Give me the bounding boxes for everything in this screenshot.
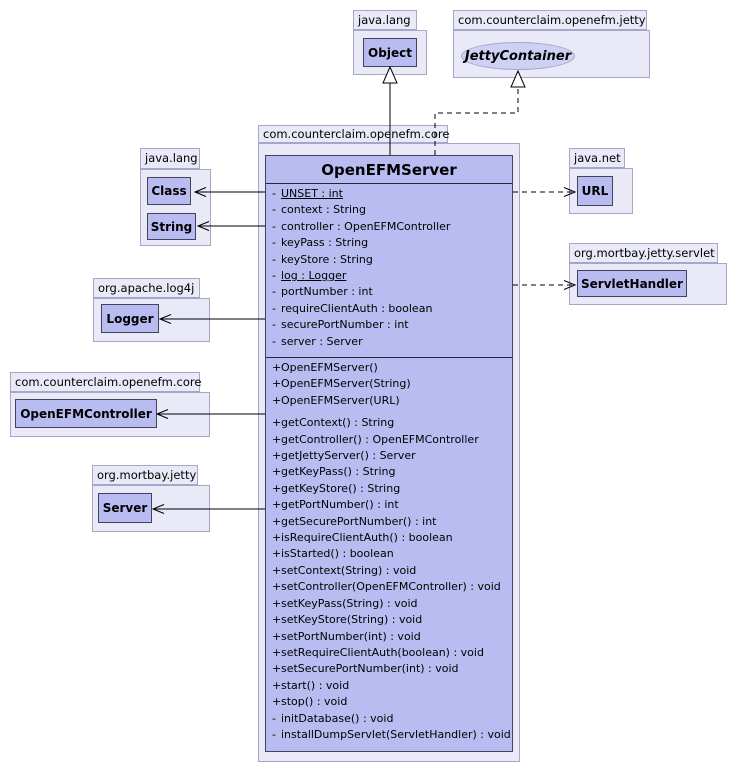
class-field-row: -keyStore : String <box>272 252 373 266</box>
package-tab-java-lang-top: java.lang <box>353 10 417 30</box>
package-tab-mortbay: org.mortbay.jetty <box>92 465 198 485</box>
class-field-row: -UNSET : int <box>272 187 343 200</box>
package-tab-log4j: org.apache.log4j <box>93 278 200 298</box>
class-method-row: +setSecurePortNumber(int) : void <box>272 662 459 676</box>
class-method-row: +getKeyPass() : String <box>272 465 396 479</box>
class-method-row: +setRequireClientAuth(boolean) : void <box>272 645 484 659</box>
class-field-row: -context : String <box>272 203 366 217</box>
class-openefmserver[interactable]: OpenEFMServer -UNSET : int -context : Str… <box>265 155 513 752</box>
fields-section: -UNSET : int -context : String -controller… <box>266 184 512 358</box>
class-box-server[interactable]: Server <box>98 493 152 523</box>
class-method-row: +getController() : OpenEFMController <box>272 432 479 446</box>
class-method-row: +setPortNumber(int) : void <box>272 629 421 643</box>
class-method-row: +setKeyStore(String) : void <box>272 613 423 627</box>
class-field-row: -server : Server <box>272 334 363 348</box>
class-constructor-row: +OpenEFMServer(String) <box>272 377 411 391</box>
class-method-row: +isRequireClientAuth() : boolean <box>272 531 453 545</box>
class-method-row: +start() : void <box>272 678 350 692</box>
constructors-group: +OpenEFMServer() +OpenEFMServer(String) +O… <box>272 360 512 409</box>
class-method-row: +getSecurePortNumber() : int <box>272 514 437 528</box>
class-box-servlethandler[interactable]: ServletHandler <box>577 270 687 297</box>
class-method-row: -initDatabase() : void <box>272 711 394 725</box>
class-name: OpenEFMServer <box>266 156 512 184</box>
class-field-row: -securePortNumber : int <box>272 318 409 332</box>
class-field-row: -requireClientAuth : boolean <box>272 301 433 315</box>
package-tab-core-left: com.counterclaim.openefm.core <box>10 372 201 392</box>
class-box-string[interactable]: String <box>147 213 196 240</box>
class-method-row: +stop() : void <box>272 695 348 709</box>
methods-section: +OpenEFMServer() +OpenEFMServer(String) +O… <box>266 358 512 752</box>
class-method-row: +setContext(String) : void <box>272 563 417 577</box>
class-box-openefmcontroller[interactable]: OpenEFMController <box>15 399 157 428</box>
class-method-row: +setKeyPass(String) : void <box>272 596 418 610</box>
package-tab-jetty: com.counterclaim.openefm.jetty <box>453 10 647 30</box>
class-method-row: +getKeyStore() : String <box>272 481 401 495</box>
class-box-url[interactable]: URL <box>577 176 613 206</box>
package-tab-core-main: com.counterclaim.openefm.core <box>258 125 449 143</box>
class-method-row: +setController(OpenEFMController) : void <box>272 580 501 594</box>
class-method-row: +isStarted() : boolean <box>272 547 394 561</box>
package-tab-java-lang-left: java.lang <box>140 148 200 169</box>
class-method-row: +getContext() : String <box>272 416 395 430</box>
class-field-row: -log : Logger <box>272 269 347 283</box>
package-tab-java-net: java.net <box>569 148 625 168</box>
class-field-row: -controller : OpenEFMController <box>272 219 451 233</box>
class-constructor-row: +OpenEFMServer(URL) <box>272 393 400 407</box>
class-box-logger[interactable]: Logger <box>101 304 159 333</box>
operations-group: +getContext() : String +getController() :… <box>272 415 512 743</box>
package-tab-servlet: org.mortbay.jetty.servlet <box>569 243 718 263</box>
class-constructor-row: +OpenEFMServer() <box>272 361 378 374</box>
class-field-row: -portNumber : int <box>272 285 373 299</box>
class-field-row: -keyPass : String <box>272 236 369 250</box>
class-method-row: +getPortNumber() : int <box>272 498 399 512</box>
interface-ellipse-jetty-container[interactable]: JettyContainer <box>461 42 575 70</box>
class-box-class[interactable]: Class <box>147 177 191 205</box>
class-box-object[interactable]: Object <box>363 38 417 67</box>
class-method-row: -installDumpServlet(ServletHandler) : vo… <box>272 727 511 741</box>
class-method-row: +getJettyServer() : Server <box>272 449 416 463</box>
